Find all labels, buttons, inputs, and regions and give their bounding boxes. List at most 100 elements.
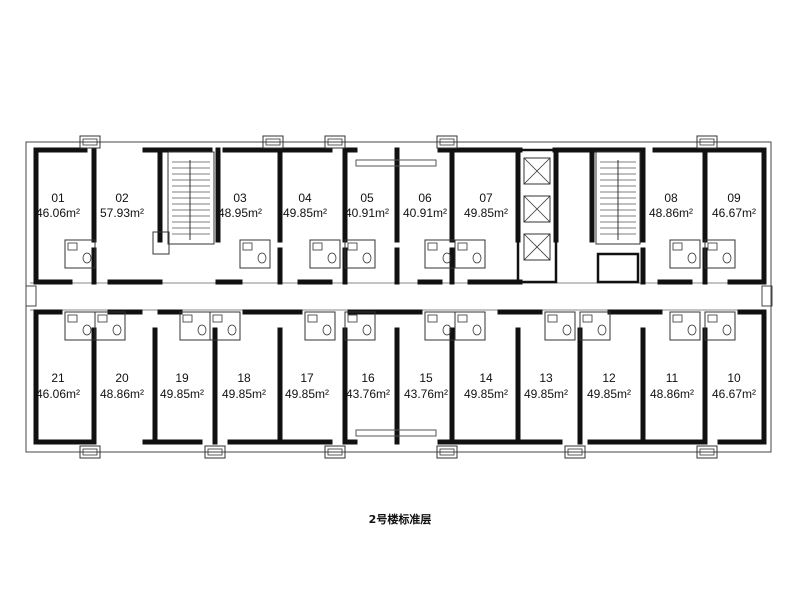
elevator-car bbox=[523, 157, 551, 185]
bathroom bbox=[704, 311, 736, 341]
balcony bbox=[696, 135, 718, 149]
balcony-inner bbox=[327, 448, 343, 456]
bathroom bbox=[454, 311, 486, 341]
unit-area-10: 46.67m² bbox=[712, 387, 756, 401]
bathroom bbox=[309, 239, 341, 269]
unit-number-04: 04 bbox=[298, 191, 312, 205]
sink bbox=[707, 242, 718, 251]
floor-caption: 2号楼标准层 bbox=[368, 513, 432, 526]
unit-number-13: 13 bbox=[539, 371, 553, 385]
unit-area-13: 49.85m² bbox=[524, 387, 568, 401]
sink bbox=[312, 242, 323, 251]
unit-area-09: 46.67m² bbox=[712, 206, 756, 220]
bathroom bbox=[344, 239, 376, 269]
balcony bbox=[204, 445, 226, 459]
balcony bbox=[696, 445, 718, 459]
toilet bbox=[472, 252, 482, 264]
door-west bbox=[25, 285, 37, 307]
sink bbox=[242, 242, 253, 251]
elevator-car bbox=[523, 195, 551, 223]
unit-number-21: 21 bbox=[51, 371, 65, 385]
elevator-cross bbox=[523, 233, 551, 261]
bathroom bbox=[344, 311, 376, 341]
toilet bbox=[362, 324, 372, 336]
unit-area-07: 49.85m² bbox=[464, 206, 508, 220]
unit-number-05: 05 bbox=[360, 191, 374, 205]
balcony-inner bbox=[567, 448, 583, 456]
unit-area-06: 40.91m² bbox=[403, 206, 447, 220]
sink bbox=[457, 242, 468, 251]
toilet bbox=[257, 252, 267, 264]
unit-number-01: 01 bbox=[51, 191, 65, 205]
unit-area-01: 46.06m² bbox=[36, 206, 80, 220]
unit-area-17: 49.85m² bbox=[285, 387, 329, 401]
balcony bbox=[436, 135, 458, 149]
bathroom bbox=[454, 239, 486, 269]
unit-number-19: 19 bbox=[175, 371, 189, 385]
stair-right bbox=[595, 151, 641, 284]
unit-area-20: 48.86m² bbox=[100, 387, 144, 401]
balcony bbox=[262, 135, 284, 149]
sink bbox=[97, 314, 108, 323]
balcony bbox=[564, 445, 586, 459]
bathroom bbox=[704, 239, 736, 269]
toilet bbox=[197, 324, 207, 336]
balcony bbox=[79, 135, 101, 149]
toilet bbox=[442, 252, 452, 264]
sink bbox=[347, 242, 358, 251]
sink bbox=[427, 242, 438, 251]
balcony-inner bbox=[82, 448, 98, 456]
toilet bbox=[687, 324, 697, 336]
toilet bbox=[722, 324, 732, 336]
unit-number-06: 06 bbox=[418, 191, 432, 205]
bathroom bbox=[579, 311, 611, 341]
toilet bbox=[327, 252, 337, 264]
bathroom bbox=[544, 311, 576, 341]
balcony-inner bbox=[265, 138, 281, 146]
unit-area-04: 49.85m² bbox=[283, 206, 327, 220]
walls bbox=[33, 147, 767, 445]
sink bbox=[707, 314, 718, 323]
toilet bbox=[112, 324, 122, 336]
unit-number-12: 12 bbox=[602, 371, 616, 385]
bathroom bbox=[239, 239, 271, 269]
balcony bbox=[436, 445, 458, 459]
unit-area-03: 48.95m² bbox=[218, 206, 262, 220]
unit-area-15: 43.76m² bbox=[404, 387, 448, 401]
bathroom bbox=[669, 311, 701, 341]
toilet bbox=[472, 324, 482, 336]
balcony-inner bbox=[327, 138, 343, 146]
unit-number-17: 17 bbox=[300, 371, 314, 385]
sink bbox=[427, 314, 438, 323]
toilet bbox=[82, 324, 92, 336]
unit-area-19: 49.85m² bbox=[160, 387, 204, 401]
sink bbox=[347, 314, 358, 323]
bathroom bbox=[209, 311, 241, 341]
sink bbox=[457, 314, 468, 323]
unit-number-08: 08 bbox=[664, 191, 678, 205]
unit-number-02: 02 bbox=[115, 191, 129, 205]
unit-number-20: 20 bbox=[115, 371, 129, 385]
stair-left bbox=[152, 151, 215, 255]
unit-area-14: 49.85m² bbox=[464, 387, 508, 401]
toilet bbox=[562, 324, 572, 336]
bathroom bbox=[94, 311, 126, 341]
toilet bbox=[687, 252, 697, 264]
unit-number-03: 03 bbox=[233, 191, 247, 205]
unit-area-18: 49.85m² bbox=[222, 387, 266, 401]
sink bbox=[212, 314, 223, 323]
door-east bbox=[761, 285, 773, 307]
balcony bbox=[79, 445, 101, 459]
toilet bbox=[722, 252, 732, 264]
unit-number-15: 15 bbox=[419, 371, 433, 385]
unit-number-09: 09 bbox=[727, 191, 741, 205]
unit-number-16: 16 bbox=[361, 371, 375, 385]
bathroom bbox=[669, 239, 701, 269]
bathrooms bbox=[64, 239, 736, 341]
balcony-inner bbox=[82, 138, 98, 146]
balcony-inner bbox=[699, 138, 715, 146]
toilet bbox=[362, 252, 372, 264]
unit-area-21: 46.06m² bbox=[36, 387, 80, 401]
toilet bbox=[442, 324, 452, 336]
